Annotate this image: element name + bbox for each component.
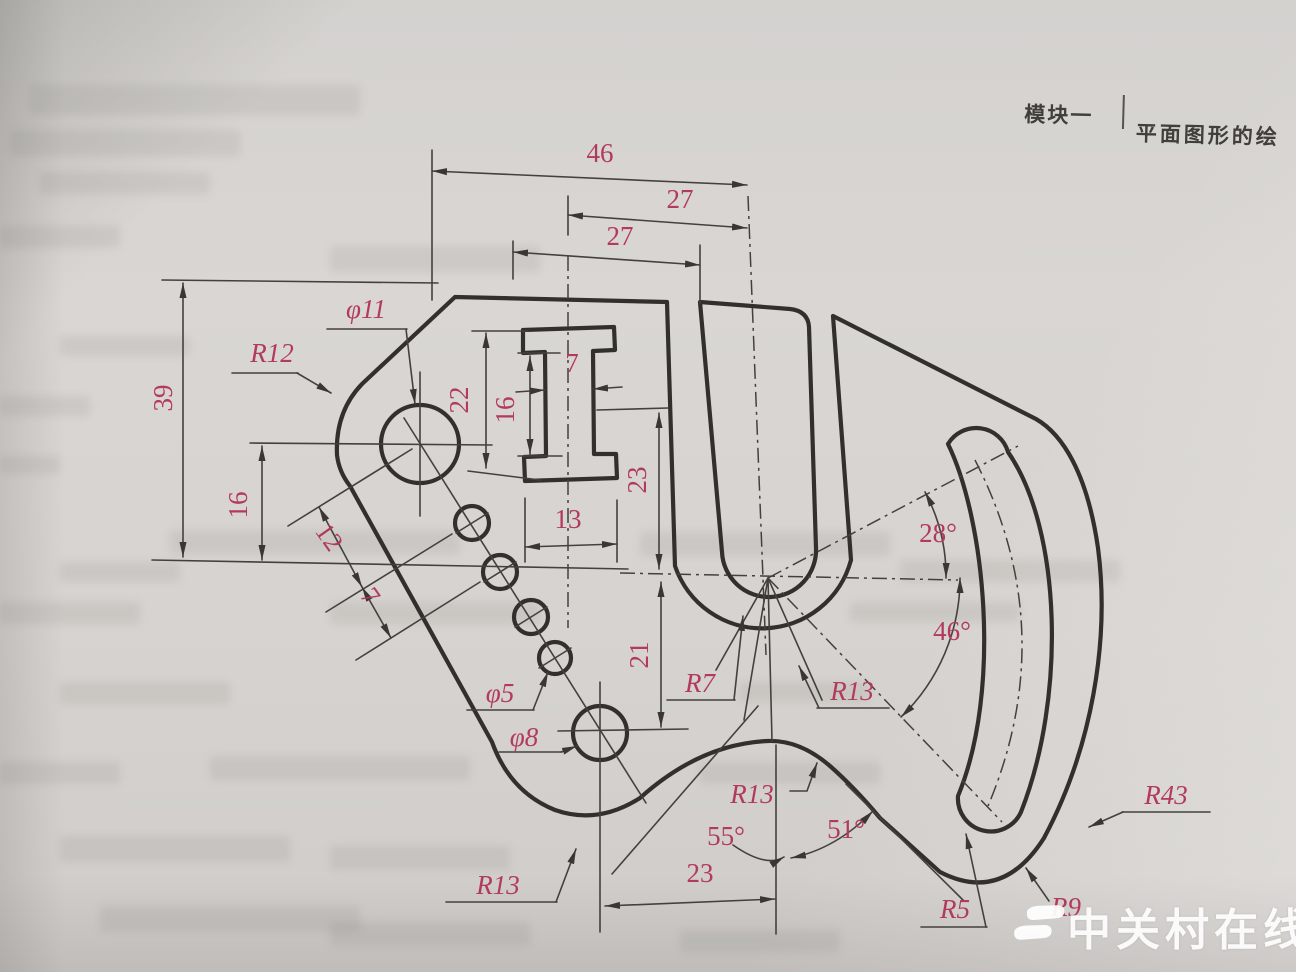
center-lines xyxy=(567,195,1023,823)
diam-small-holes: φ5 xyxy=(486,678,514,708)
dim-left-offset: 16 xyxy=(223,492,253,519)
diam-large-hole: φ11 xyxy=(346,294,386,324)
watermark: 中关村在线 xyxy=(1012,888,1296,964)
diam-medium-hole: φ8 xyxy=(510,722,539,752)
hole-phi5-2 xyxy=(480,552,520,592)
part-outline xyxy=(334,294,1104,885)
angle-bottom-left: 55° xyxy=(707,821,745,851)
dim-slot-web: 7 xyxy=(565,348,579,378)
dim-left-height: 39 xyxy=(148,385,178,412)
dimension-labels: 46 27 27 39 16 12 7 22 16 7 13 23 21 23 … xyxy=(148,138,1188,924)
hole-phi5-4 xyxy=(536,639,574,677)
dim-lower-vertical: 21 xyxy=(624,642,654,669)
i-beam-cutout xyxy=(520,324,620,484)
dim-slot-width: 13 xyxy=(555,504,582,534)
dim-slot-inner-height: 16 xyxy=(490,397,520,424)
dim-hole-pitch: 7 xyxy=(354,582,386,610)
dim-mid-width: 27 xyxy=(607,221,634,251)
u-slot-island xyxy=(697,299,819,600)
angle-lower: 46° xyxy=(933,616,971,646)
radius-cap-small: R5 xyxy=(939,894,970,924)
dim-bottom-width: 23 xyxy=(687,858,714,888)
radius-u-inner: R7 xyxy=(684,668,716,698)
dim-slot-total-height: 22 xyxy=(444,387,474,414)
zol-logo-icon xyxy=(1014,905,1065,940)
radius-band: R43 xyxy=(1143,780,1188,810)
part-outline-group xyxy=(334,294,1104,885)
radius-top-left: R12 xyxy=(249,338,294,368)
leader-lines xyxy=(231,328,1211,928)
angle-bottom-right: 51° xyxy=(827,814,865,844)
dim-upper-vertical: 23 xyxy=(622,467,652,494)
angle-upper: 28° xyxy=(919,518,957,548)
watermark-text: 中关村在线 xyxy=(1067,906,1296,955)
dim-upper-width: 27 xyxy=(667,184,694,214)
radius-bottom-left: R13 xyxy=(475,870,520,900)
dimension-lines xyxy=(179,168,964,909)
dim-total-width: 46 xyxy=(587,138,614,168)
hole-phi5-3 xyxy=(511,597,551,637)
radius-bump: R13 xyxy=(729,779,774,809)
hole-phi5-1 xyxy=(452,503,492,543)
construction-lines xyxy=(151,149,964,935)
dim-hole-offset: 12 xyxy=(309,517,349,556)
curved-band-slot xyxy=(945,426,1054,834)
radius-u-outer: R13 xyxy=(829,676,874,706)
